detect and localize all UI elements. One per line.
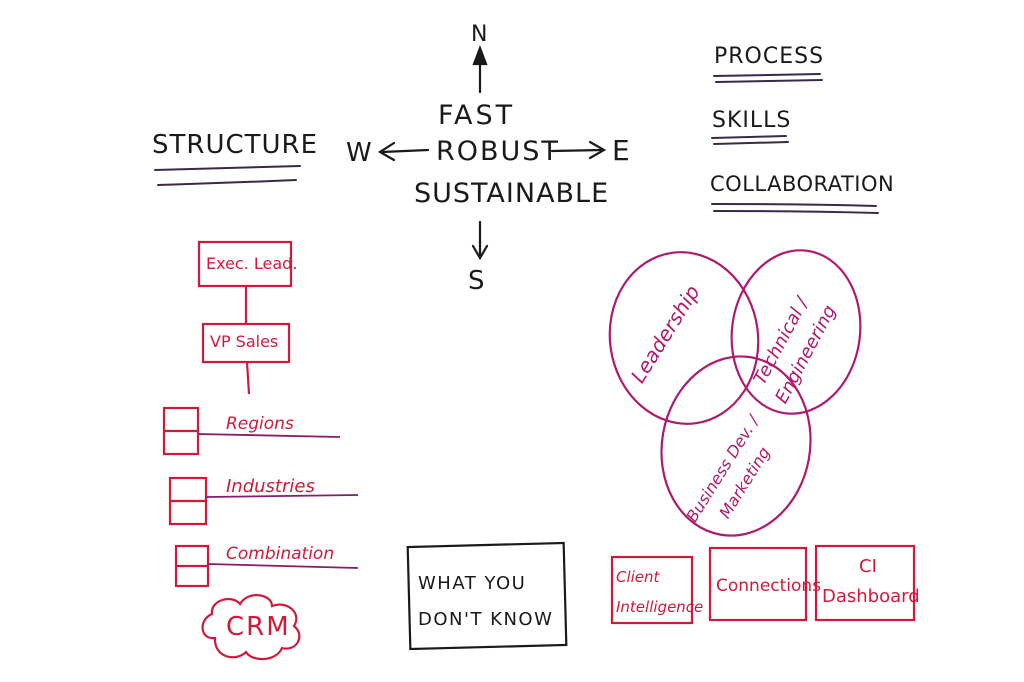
underlines	[154, 73, 879, 214]
east-arrow-shaft	[550, 148, 604, 153]
tool-boxes	[610, 544, 916, 625]
focus-collaboration: COLLABORATION	[710, 172, 895, 196]
vp-sales-box	[201, 322, 291, 364]
process-underline-1	[713, 73, 821, 77]
south-arrow-head	[471, 244, 489, 261]
skills-underline-1	[711, 135, 787, 139]
collaboration-underline-1	[711, 203, 877, 207]
focus-skills: SKILLS	[712, 108, 792, 133]
compass-arrows	[377, 44, 607, 261]
ci-dashboard-box	[814, 544, 916, 622]
compass-center-sustainable: SUSTAINABLE	[414, 178, 610, 209]
compass-west: W	[346, 138, 373, 168]
compass-center-robust: ROBUST	[436, 136, 560, 167]
segment-industries: Industries	[226, 476, 315, 497]
org-chart	[197, 240, 293, 395]
structure-title: STRUCTURE	[152, 130, 319, 160]
compass-center-fast: FAST	[438, 100, 516, 131]
venn-leadership-circle	[608, 251, 760, 425]
segment-combination: Combination	[226, 544, 335, 564]
connections-box	[708, 546, 808, 622]
north-arrow-head	[472, 44, 488, 66]
focus-process: PROCESS	[714, 44, 825, 69]
west-arrow-shaft	[380, 148, 430, 154]
segment-boxes	[162, 406, 210, 588]
tool-ci-dashboard: CI Dashboard	[822, 556, 920, 607]
skills-underline-2	[713, 141, 789, 145]
exec-lead-label: Exec. Lead.	[206, 254, 298, 273]
segment-lines	[197, 433, 359, 569]
compass-east: E	[612, 134, 631, 167]
segment-regions: Regions	[226, 414, 294, 434]
tool-connections: Connections	[716, 576, 822, 596]
venn-business-circle	[660, 355, 812, 537]
unknown-box	[406, 541, 568, 651]
west-arrow-head	[377, 141, 396, 162]
compass-south: S	[468, 266, 486, 296]
client-intelligence-box	[610, 555, 694, 625]
structure-underline-2	[157, 179, 297, 186]
east-arrow-head	[588, 140, 607, 160]
structure-underline-1	[154, 165, 301, 171]
process-underline-2	[715, 79, 823, 83]
vp-sales-label: VP Sales	[210, 332, 279, 351]
crm-label: CRM	[226, 612, 291, 642]
org-connector-2	[245, 361, 251, 395]
venn-technical-circle	[730, 249, 862, 415]
tool-client-intelligence: Client Intelligence	[616, 568, 704, 616]
collaboration-underline-2	[713, 210, 879, 214]
unknown-label: WHAT YOU DON'T KNOW	[418, 573, 554, 630]
compass-north: N	[471, 22, 489, 47]
crm-cloud	[201, 594, 301, 661]
venn-circles	[608, 249, 862, 537]
